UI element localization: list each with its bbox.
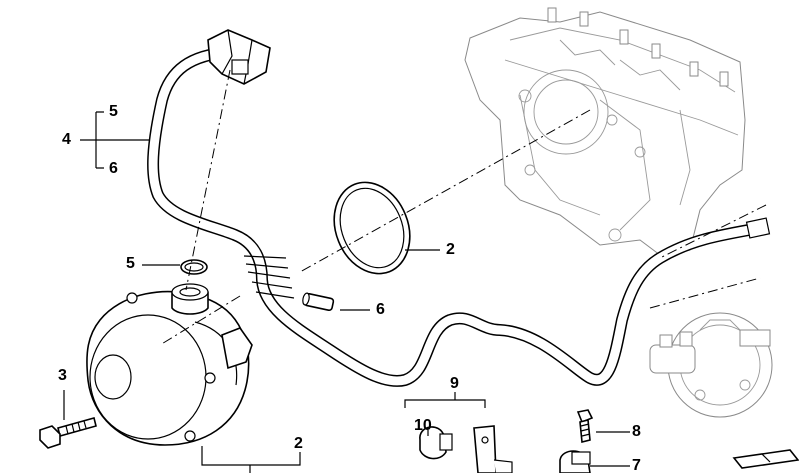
- callout-leaders: [63, 111, 630, 473]
- vacuum-pump: [86, 283, 253, 446]
- vacuum-hose: [147, 46, 771, 387]
- assembly-axis-lines: [159, 69, 767, 346]
- clip: [559, 450, 591, 473]
- corner-logo: [732, 449, 799, 469]
- callout-4: 4: [62, 131, 71, 148]
- callout-3: 3: [58, 367, 67, 384]
- callout-8: 8: [632, 423, 641, 440]
- engine-block-ghost: [464, 7, 746, 256]
- brake-booster-ghost: [649, 312, 773, 418]
- hose-connector: [207, 29, 271, 85]
- bracket: [473, 425, 513, 473]
- callout-7: 7: [632, 457, 641, 474]
- callout-6-pipe: 6: [376, 301, 385, 318]
- screw: [576, 409, 594, 444]
- clamp: [419, 426, 453, 460]
- callout-10: 10: [414, 417, 432, 434]
- callout-5-left: 5: [126, 255, 135, 272]
- callout-9: 9: [450, 375, 459, 392]
- seal-ring: [333, 181, 411, 275]
- bolt: [39, 417, 97, 449]
- small-o-ring: [180, 259, 208, 275]
- callout-2-bottom: 2: [294, 435, 303, 452]
- callout-2-ring: 2: [446, 241, 455, 258]
- pipe-piece: [302, 292, 335, 312]
- callout-6-top: 6: [109, 160, 118, 177]
- callout-5-top: 5: [109, 103, 118, 120]
